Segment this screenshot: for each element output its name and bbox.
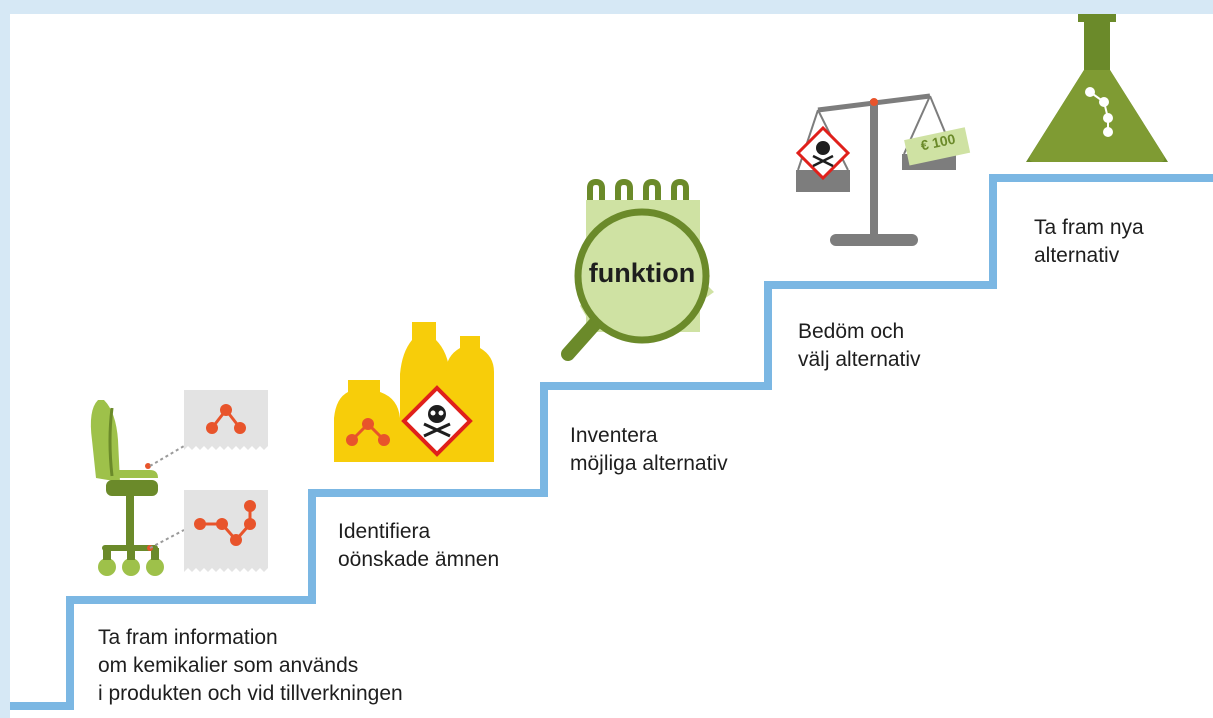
step-1-line-1: Ta fram information — [98, 626, 278, 649]
step-3-line-2: möjliga alternativ — [570, 452, 728, 475]
balance-scale-icon — [795, 93, 971, 246]
connector-line — [149, 529, 185, 549]
hazard-bottles-icon — [334, 322, 494, 462]
molecule-card-icon — [184, 390, 268, 450]
step-5-line-2: alternativ — [1034, 244, 1120, 267]
connector-line — [149, 445, 185, 467]
flask-icon — [1026, 14, 1168, 162]
step-2-label: Identifiera oönskade ämnen — [338, 518, 499, 574]
magnifier-word: funktion — [588, 258, 696, 288]
notepad-magnifier-icon — [561, 178, 714, 361]
office-chair-icon — [90, 400, 164, 576]
step-5-label: Ta fram nya alternativ — [1034, 214, 1144, 270]
staircase-line — [10, 174, 1213, 710]
skull-hazard-icon — [401, 385, 473, 457]
skull-hazard-icon — [795, 125, 851, 181]
step-4-line-1: Bedöm och — [798, 320, 905, 343]
step-3-label: Inventera möjliga alternativ — [570, 422, 728, 478]
banknote-icon — [904, 127, 971, 166]
step-4-line-2: välj alternativ — [798, 348, 921, 371]
step-4-label: Bedöm och välj alternativ — [798, 318, 921, 374]
step-3-line-1: Inventera — [570, 424, 658, 447]
molecule-card-icon — [184, 490, 268, 572]
step-5-line-1: Ta fram nya — [1034, 216, 1144, 239]
step-2-line-2: oönskade ämnen — [338, 548, 500, 571]
step-1-line-3: i produkten och vid tillverkningen — [98, 682, 403, 705]
step-2-line-1: Identifiera — [338, 520, 431, 543]
step-1-label: Ta fram information om kemikalier som an… — [98, 624, 403, 708]
step-1-line-2: om kemikalier som används — [98, 654, 359, 677]
